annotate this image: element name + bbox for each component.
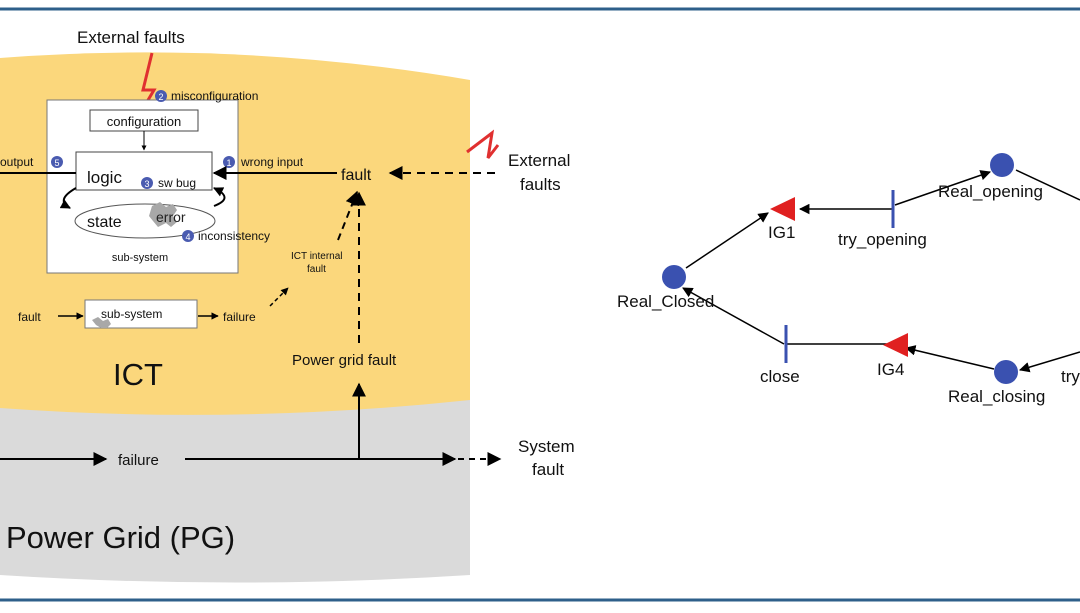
label-ig4: IG4 (877, 360, 904, 379)
label-real-opening: Real_opening (938, 182, 1043, 201)
inconsistency-label: inconsistency (198, 229, 270, 243)
arc-tryopening-realopening (894, 170, 991, 206)
pg-failure-label: failure (118, 452, 159, 469)
ict-internal-to-fault-arrow (337, 190, 359, 241)
svg-text:4: 4 (185, 232, 190, 242)
fault-badge-4: 4 (182, 230, 194, 242)
transition-ig4 (883, 333, 908, 357)
power-grid-layer-label: Power Grid (PG) (6, 520, 235, 555)
arc-close-realclosed (682, 287, 785, 345)
ict-internal-fault-line1: ICT internal (291, 251, 343, 262)
power-grid-layer (0, 395, 470, 583)
petri-net: Real_Closed Real_opening Real_closing IG… (617, 153, 1080, 406)
place-real-opening (990, 153, 1014, 177)
error-puzzle-icon (149, 202, 177, 227)
system-fault-line2: fault (532, 460, 564, 479)
label-real-closing: Real_closing (948, 387, 1045, 406)
arc-realclosing-ig4 (904, 345, 995, 370)
place-real-closing (994, 360, 1018, 384)
mini-chain-puzzle-icon (92, 317, 111, 328)
misconfiguration-label: misconfiguration (171, 89, 258, 103)
mini-chain-fault-label: fault (18, 310, 41, 324)
subsystem-caption: sub-system (112, 252, 168, 264)
arc-realopening-out (1015, 169, 1080, 201)
external-faults-right-line1: External (508, 151, 570, 170)
sw-bug-label: sw bug (158, 176, 196, 190)
external-fault-lightning-right-icon (466, 129, 500, 159)
output-label: output (0, 155, 34, 169)
mini-chain-failure-label: failure (223, 310, 256, 324)
external-faults-top-label: External faults (77, 28, 185, 47)
label-ig1: IG1 (768, 223, 795, 242)
arc-in-realclosing (1018, 351, 1080, 373)
ict-layer-label: ICT (113, 357, 163, 392)
transition-ig1 (770, 197, 795, 221)
label-try-opening: try_opening (838, 230, 927, 249)
fault-badge-3: 3 (141, 177, 153, 189)
mini-chain-to-internal-arrow (269, 287, 289, 307)
svg-text:2: 2 (158, 92, 163, 102)
svg-text:1: 1 (226, 158, 231, 168)
external-faults-right-line2: faults (520, 175, 561, 194)
place-real-closed (662, 265, 686, 289)
label-real-closed: Real_Closed (617, 292, 714, 311)
svg-text:3: 3 (144, 179, 149, 189)
fault-badge-2: 2 (155, 90, 167, 102)
svg-text:5: 5 (54, 158, 59, 168)
configuration-label: configuration (107, 114, 181, 129)
logic-state-loop-left (59, 187, 77, 209)
error-label: error (156, 209, 186, 225)
logic-state-loop-right (213, 187, 226, 207)
state-label: state (87, 214, 122, 231)
mini-chain-subsystem-label: sub-system (101, 307, 162, 321)
fault-badge-5: 5 (51, 156, 63, 168)
label-close: close (760, 367, 800, 386)
arc-realclosed-ig1 (685, 212, 769, 269)
fault-badge-1: 1 (223, 156, 235, 168)
label-try-cut: try (1061, 367, 1080, 386)
system-fault-line1: System (518, 437, 575, 456)
fault-node-label: fault (341, 167, 372, 184)
state-ellipse (74, 203, 216, 239)
wrong-input-label: wrong input (240, 155, 304, 169)
logic-label: logic (87, 168, 122, 187)
ict-internal-fault-line2: fault (307, 264, 326, 275)
power-grid-fault-label: Power grid fault (292, 352, 397, 369)
